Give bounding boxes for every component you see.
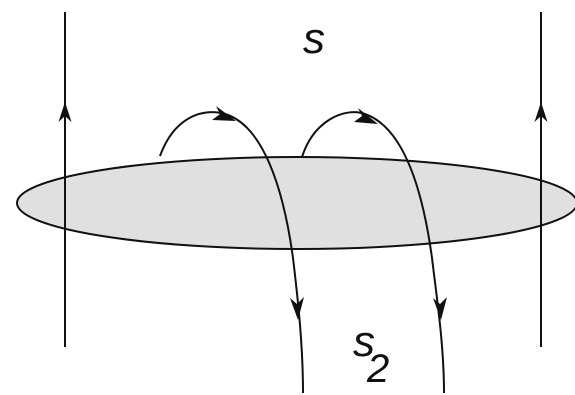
right-vertical-arrowhead	[534, 102, 548, 122]
left-curved-line	[159, 111, 304, 394]
right-curved-line	[301, 111, 445, 394]
gray-ellipse-surface	[16, 156, 575, 250]
left-curve-top-arrowhead	[212, 106, 236, 121]
right-curve-bottom-arrowhead	[433, 297, 447, 320]
label-s-top: s	[303, 14, 325, 63]
label-s2-subscript: 2	[366, 347, 389, 391]
left-curve-bottom-arrowhead	[290, 297, 304, 320]
right-curve-top-arrowhead	[354, 108, 378, 124]
label-s2-main: s	[353, 317, 375, 366]
left-vertical-arrowhead	[58, 102, 72, 122]
